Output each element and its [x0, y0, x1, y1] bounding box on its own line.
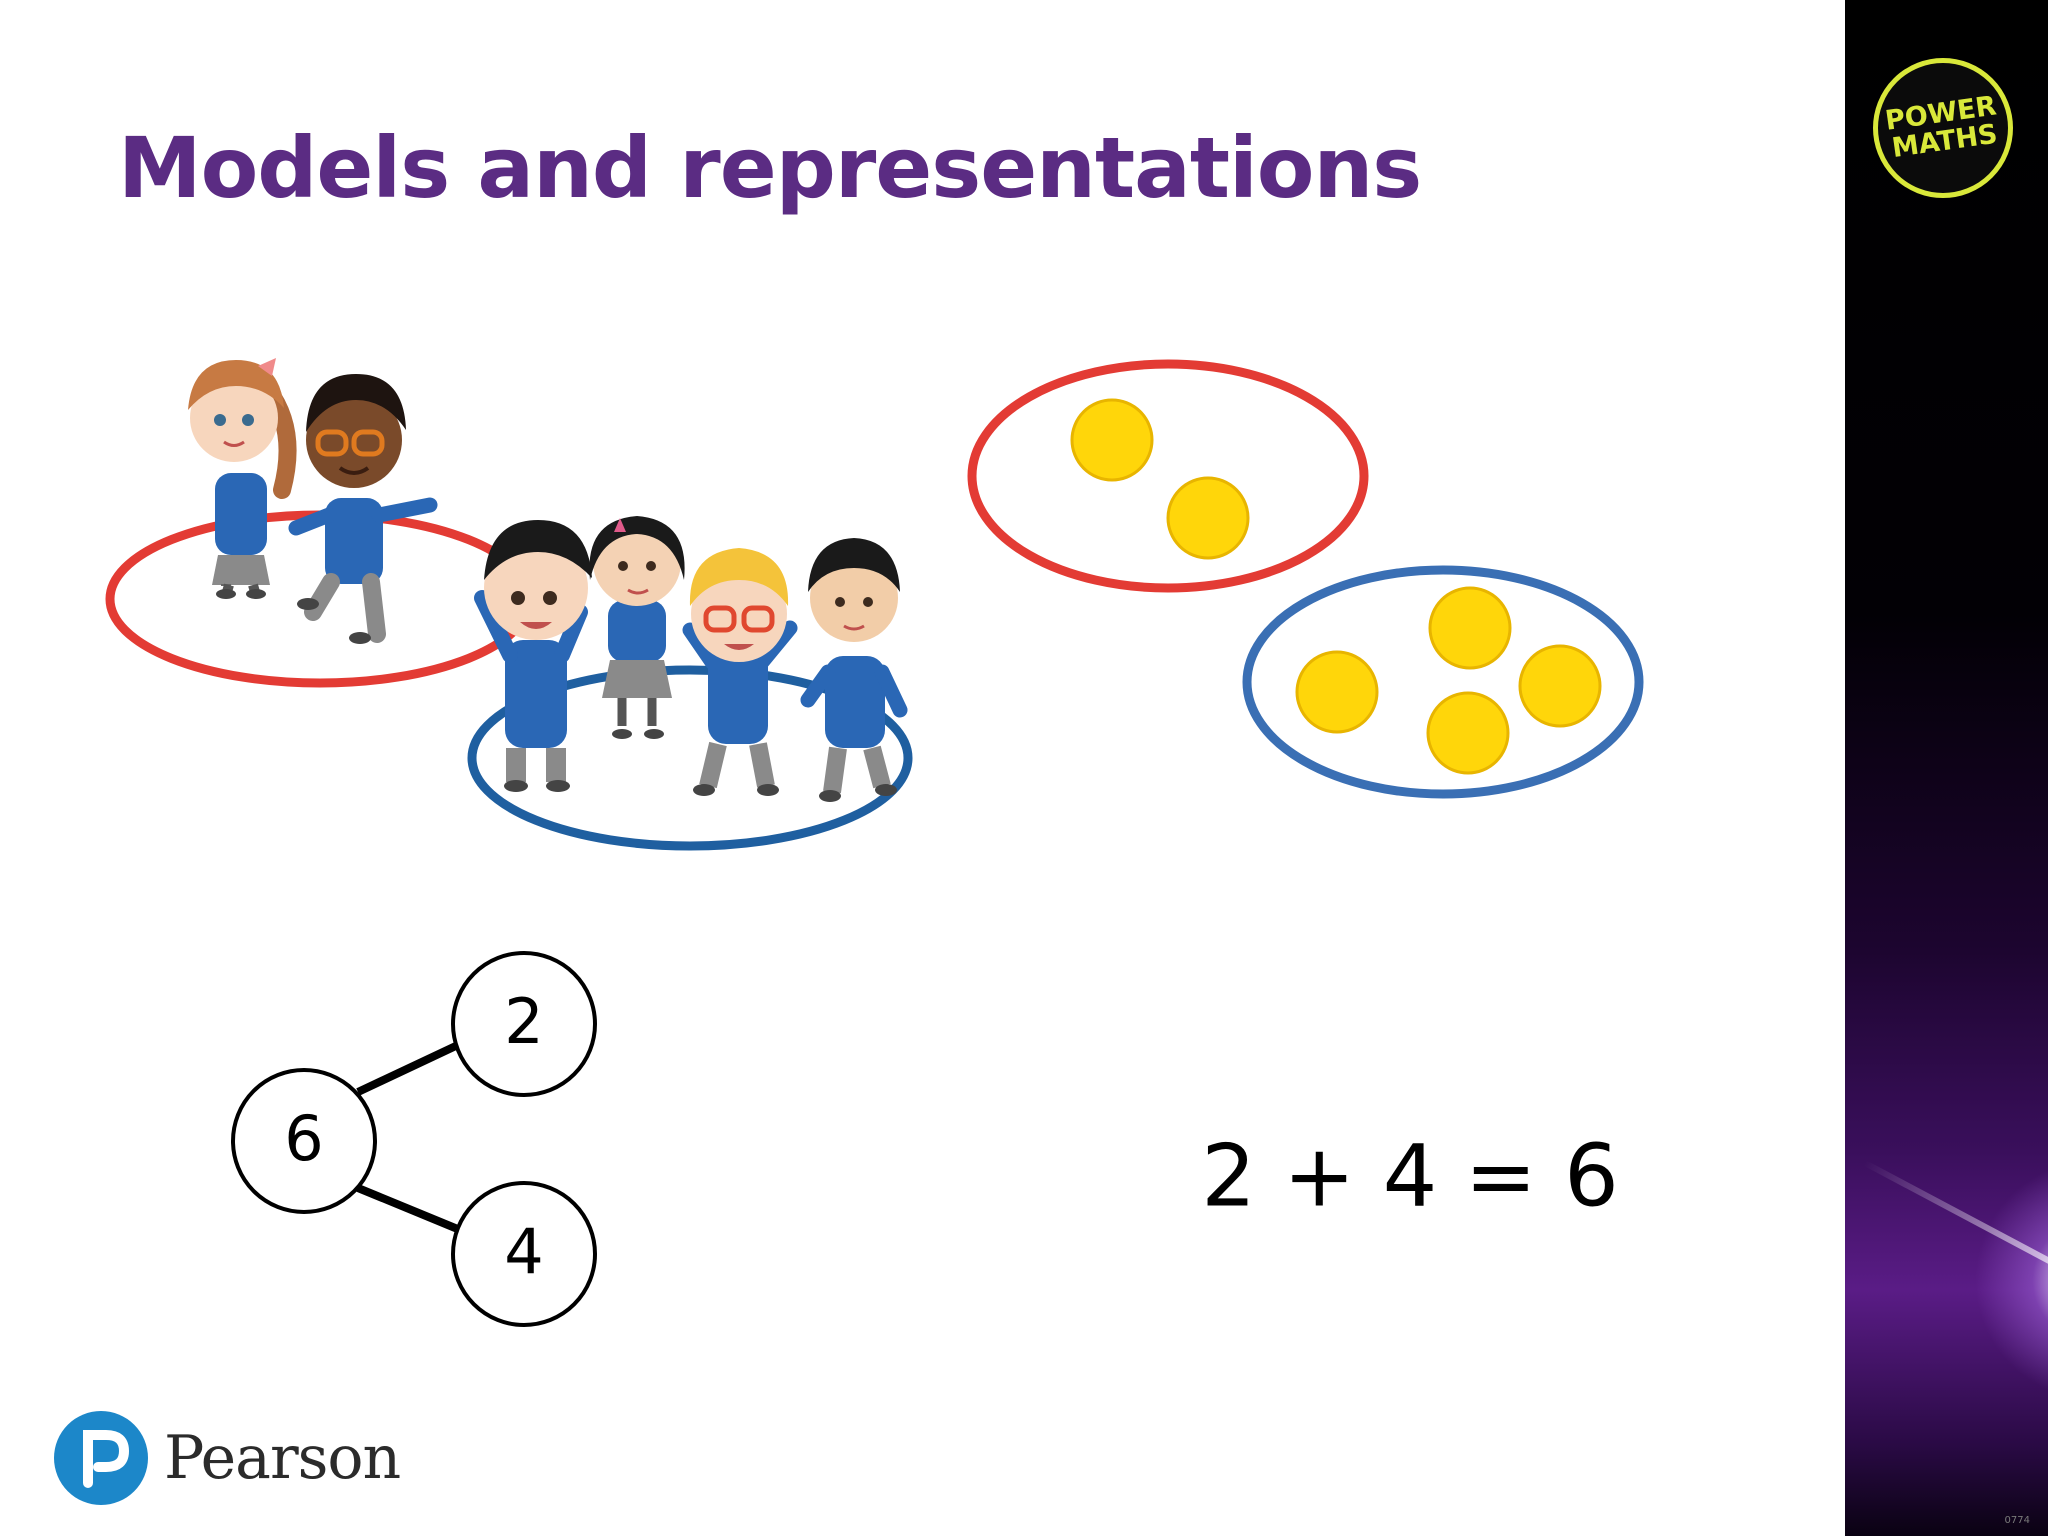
- slide-code: 0774: [2004, 1515, 2030, 1526]
- whole-circle: [231, 1068, 377, 1214]
- slide-title: Models and representations: [118, 119, 1422, 217]
- counter: [1428, 586, 1512, 670]
- side-strip: POWER MATHS 0774: [1845, 0, 2048, 1536]
- connector-line: [356, 1040, 462, 1096]
- counter: [1518, 644, 1602, 728]
- part-circle: [451, 1181, 597, 1327]
- power-maths-wordmark: POWER MATHS: [1883, 90, 2000, 165]
- part-whole-model: 6 2 4: [231, 951, 597, 1327]
- child-figure: [589, 516, 685, 739]
- equation: 2 + 4 = 6: [1201, 1126, 1619, 1226]
- light-flare: [1965, 1150, 2048, 1410]
- connector-line: [356, 1184, 462, 1234]
- child-figure: [800, 538, 908, 802]
- blue-hoop-children: [467, 665, 913, 851]
- part-circle: [451, 951, 597, 1097]
- part-value: 2: [504, 985, 543, 1058]
- child-figure: [288, 374, 438, 644]
- slide-artwork: 6 2 4 2 + 4 = 6: [105, 358, 1644, 1327]
- pearson-wordmark: Pearson: [164, 1423, 401, 1493]
- slide: Models and representations: [52, 119, 1644, 1508]
- whole-value: 6: [284, 1102, 323, 1175]
- counter: [1070, 398, 1154, 482]
- pearson-logo: Pearson: [52, 1408, 401, 1508]
- children-illustration: [105, 358, 913, 851]
- pearson-p-icon: [54, 1411, 148, 1505]
- blue-hoop-counters: [1242, 565, 1644, 799]
- part-value: 4: [504, 1215, 543, 1288]
- red-hoop-counters: [967, 359, 1369, 593]
- counter: [1166, 476, 1250, 560]
- counter: [1426, 691, 1510, 775]
- counters-illustration: [967, 359, 1644, 799]
- child-figure: [474, 520, 592, 792]
- child-figure: [188, 358, 297, 599]
- power-maths-logo: POWER MATHS: [1873, 58, 2013, 198]
- child-figure: [682, 548, 798, 796]
- counter: [1295, 650, 1379, 734]
